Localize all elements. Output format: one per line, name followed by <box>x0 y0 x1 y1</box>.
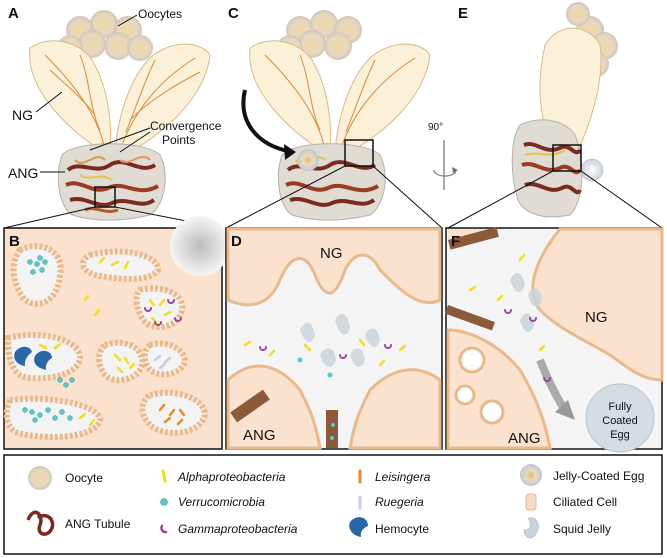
panel-b: B <box>3 216 230 450</box>
jelly-coated-egg-c <box>297 149 319 171</box>
ng-lobe-left <box>29 40 112 151</box>
legend-ciliated: Ciliated Cell <box>553 495 617 509</box>
legend-ruegeria: Ruegeria <box>375 495 424 509</box>
rotation-label: 90° <box>428 122 443 133</box>
legend-verruco: Verrucomicrobia <box>178 495 265 509</box>
panel-letter-c: C <box>228 5 239 22</box>
legend-alpha: Alphaproteobacteria <box>177 470 286 484</box>
panel-c: C <box>228 5 431 221</box>
legend-hemocyte: Hemocyte <box>375 522 429 536</box>
panel-d: NG ANG D <box>225 227 443 450</box>
egg-label-line3: Egg <box>610 429 630 441</box>
panel-e: E 90° <box>428 2 618 218</box>
zoom-box-e <box>552 144 582 172</box>
ng-veins <box>44 54 201 146</box>
egg-path-arrow <box>241 89 293 154</box>
jelly-egg-icon <box>520 464 542 486</box>
squid-jelly-icon <box>523 517 539 539</box>
convergence-label-line2: Points <box>162 133 195 147</box>
verruco-icon <box>160 498 168 506</box>
ang-label: ANG <box>8 165 38 181</box>
convergence-label-line1: Convergence <box>150 119 222 133</box>
ng-label: NG <box>12 107 33 123</box>
panel-a: A <box>8 5 222 221</box>
f-ang-label: ANG <box>508 430 541 447</box>
legend-gamma: Gammaproteobacteria <box>178 522 298 536</box>
egg-label-line2: Coated <box>602 415 637 427</box>
ang-gland <box>57 143 166 221</box>
legend-jelly-egg: Jelly-Coated Egg <box>553 469 644 483</box>
panel-letter-f: F <box>451 233 460 250</box>
legend-squid-jelly: Squid Jelly <box>553 522 611 536</box>
ng-lobe-right <box>114 43 211 153</box>
legend: Oocyte ANG Tubule Alphaproteobacteria Ve… <box>3 454 663 555</box>
f-ng-label: NG <box>585 309 608 326</box>
legend-leisingera: Leisingera <box>375 470 431 484</box>
oocyte-icon <box>28 466 52 490</box>
ang-tubule-icon <box>26 510 55 536</box>
d-ng-label: NG <box>320 245 343 262</box>
d-ang-label: ANG <box>243 427 276 444</box>
zoom-box-a <box>94 186 116 208</box>
panel-letter-e: E <box>458 5 468 22</box>
fully-coated-egg <box>585 383 655 453</box>
panel-letter-b: B <box>9 233 20 250</box>
hemocyte-icon <box>349 517 368 537</box>
panel-letter-d: D <box>231 233 242 250</box>
gamma-icon <box>160 524 168 534</box>
zoom-box-c <box>344 139 374 167</box>
alpha-icon <box>161 469 167 483</box>
panel-f: NG ANG Fully Coated Egg F <box>444 227 664 453</box>
egg-label-line1: Fully <box>608 401 632 413</box>
ciliated-cell-icon <box>525 493 537 511</box>
legend-ang-tubule: ANG Tubule <box>65 517 131 531</box>
legend-oocyte: Oocyte <box>65 471 103 485</box>
oocytes-label: Oocytes <box>138 7 182 21</box>
panel-letter-a: A <box>8 5 19 22</box>
